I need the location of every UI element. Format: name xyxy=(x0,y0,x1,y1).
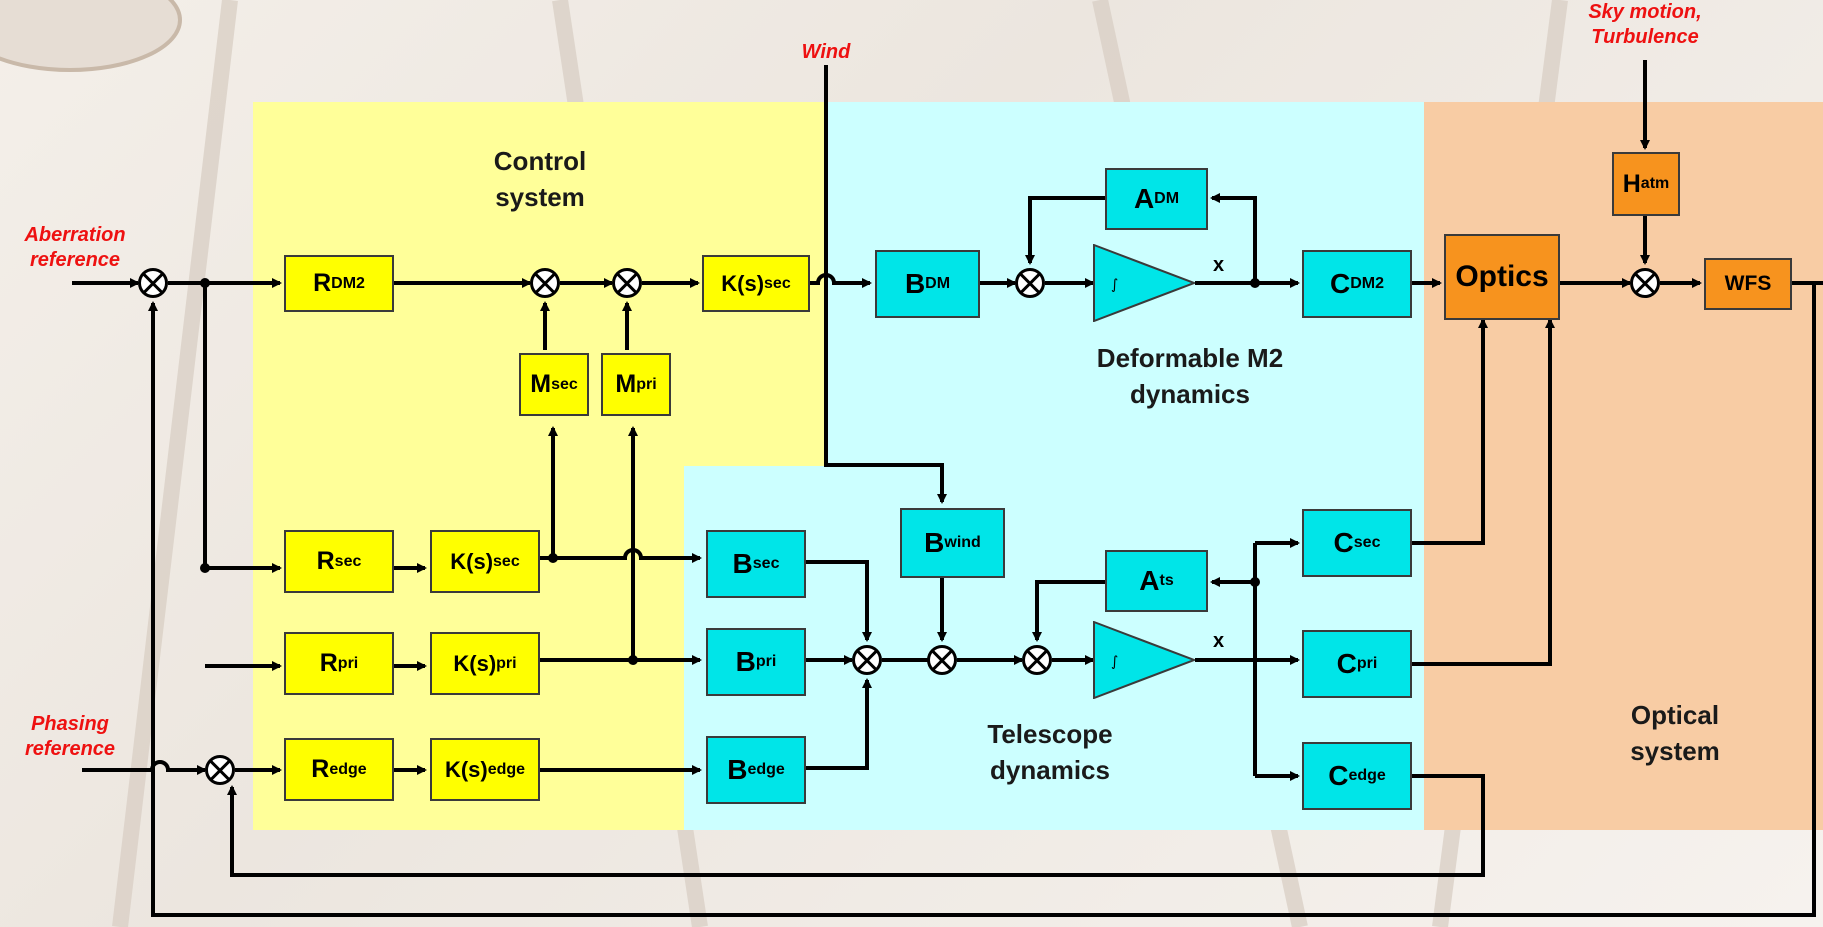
telescope-summing-junction xyxy=(1022,645,1052,675)
telescope-dynamics-label-line2: dynamics xyxy=(990,755,1110,785)
telescope-dynamics-label-line1: Telescope xyxy=(987,719,1113,749)
telescope-dynamics-label: Telescope dynamics xyxy=(930,716,1170,788)
k-pri-block: K(s)pri xyxy=(430,632,540,695)
sky-motion-label-line2: Turbulence xyxy=(1591,26,1699,48)
mpri-summing-junction xyxy=(612,268,642,298)
aberration-reference-input-label: Aberration reference xyxy=(0,223,150,273)
aberration-label-line2: reference xyxy=(29,249,121,271)
k-sec-block: K(s)sec xyxy=(430,530,540,593)
actuator-summing-junction xyxy=(852,645,882,675)
k-sec-top-block: K(s)sec xyxy=(702,255,810,312)
dm-integrator-symbol: ∫ xyxy=(1111,277,1118,293)
aberration-label-line1: Aberration xyxy=(24,224,126,246)
deformable-m2-label-line1: Deformable M2 xyxy=(1096,343,1284,373)
control-system-label-line1: Control xyxy=(493,146,587,176)
sky-motion-input-label: Sky motion, Turbulence xyxy=(1540,0,1750,50)
telescope-integrator: ∫ xyxy=(1093,621,1195,699)
wfs-block: WFS xyxy=(1704,258,1792,310)
ts-state-label: x xyxy=(1213,630,1225,652)
dm-state-label: x xyxy=(1213,254,1225,276)
optical-system-region xyxy=(1424,102,1823,830)
dm-summing-junction xyxy=(1015,268,1045,298)
control-system-label-line2: system xyxy=(495,182,585,212)
aberration-summing-junction xyxy=(138,268,168,298)
wind-summing-junction xyxy=(927,645,957,675)
phasing-label-line1: Phasing xyxy=(31,713,109,735)
phasing-reference-input-label: Phasing reference xyxy=(5,712,135,762)
optical-system-label-line1: Optical xyxy=(1630,700,1720,730)
phasing-label-line2: reference xyxy=(24,738,116,760)
wind-input-label: Wind xyxy=(801,41,851,63)
sky-motion-label-line1: Sky motion, xyxy=(1588,1,1702,23)
atmosphere-summing-junction xyxy=(1630,268,1660,298)
k-edge-block: K(s)edge xyxy=(430,738,540,801)
optical-system-label: Optical system xyxy=(1575,697,1775,769)
optics-block: Optics xyxy=(1444,234,1560,320)
phasing-summing-junction xyxy=(205,755,235,785)
telescope-integrator-symbol: ∫ xyxy=(1111,654,1118,670)
dm-integrator: ∫ xyxy=(1093,244,1195,322)
deformable-m2-label: Deformable M2 dynamics xyxy=(1040,340,1340,412)
deformable-m2-label-line2: dynamics xyxy=(1130,379,1250,409)
optical-system-label-line2: system xyxy=(1630,736,1720,766)
msec-summing-junction xyxy=(530,268,560,298)
telescope-dome-artwork xyxy=(0,0,182,72)
control-system-label: Control system xyxy=(430,143,650,215)
